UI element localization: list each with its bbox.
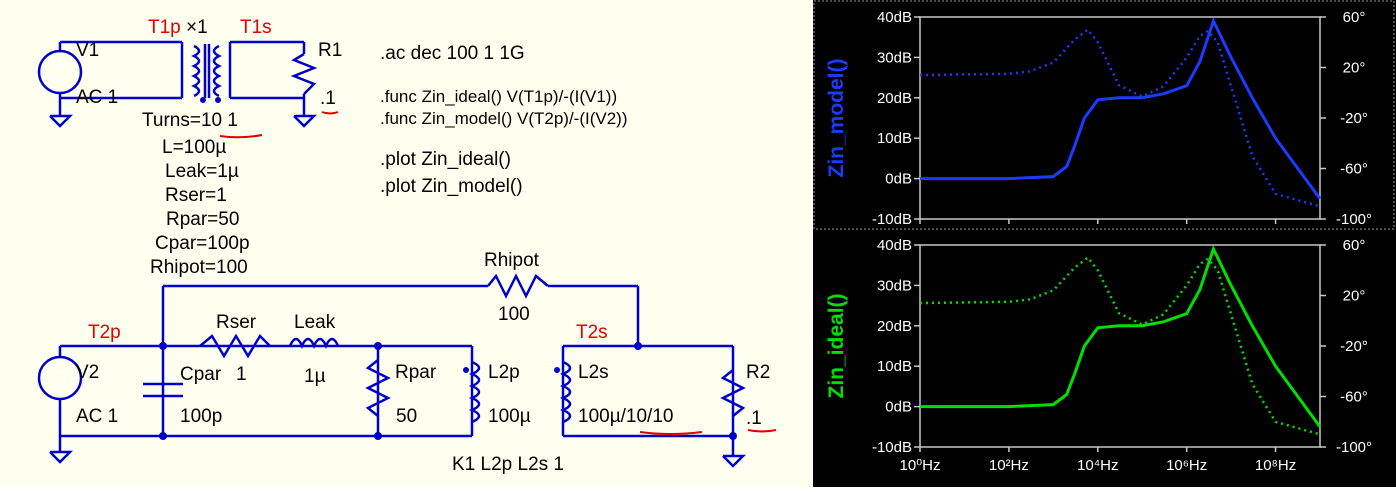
v2-value: AC 1	[76, 406, 118, 427]
y2-tick-label: -100°	[1336, 439, 1372, 456]
y2-tick-label: -20°	[1340, 110, 1368, 127]
pane-model-frame	[919, 16, 1321, 220]
r1-value: .1	[320, 88, 336, 109]
y-tick-label: 0dB	[885, 171, 912, 188]
y2-tick-label: -20°	[1340, 338, 1368, 355]
leak-name: Leak	[294, 312, 336, 333]
directive-func-model[interactable]: .func Zin_model() V(T2p)/-(I(V2))	[380, 109, 628, 128]
y-tick-label: 20dB	[877, 90, 912, 107]
plot-pane-model[interactable]: 40dB 30dB 20dB 10dB 0dB -10dB 60° 20° -20° -60° -1…	[825, 9, 1372, 228]
y-tick-label: -10dB	[872, 439, 912, 456]
coupling-directive[interactable]: K1 L2p L2s 1	[452, 454, 564, 475]
directive-plot-model[interactable]: .plot Zin_model()	[380, 176, 523, 197]
y2-tick-label: -60°	[1340, 389, 1368, 406]
schematic-canvas[interactable]: V1 AC 1 T1p ×1 T1s R1 .1 Turns=10 1 L=10…	[0, 0, 812, 487]
y2-tick-label: 20°	[1343, 60, 1366, 77]
x-tick-label: 10⁶Hz	[1166, 457, 1207, 474]
waveform-canvas[interactable]: 40dB 30dB 20dB 10dB 0dB -10dB 60° 20° -20° -60° -1…	[813, 0, 1396, 487]
y2-tick-label: 60°	[1343, 237, 1366, 254]
rhipot-name: Rhipot	[484, 250, 540, 271]
param-leak: Leak=1µ	[165, 161, 239, 182]
rpar-value: 50	[396, 406, 417, 427]
v1-value: AC 1	[76, 87, 118, 108]
rpar-name: Rpar	[395, 362, 437, 383]
magnitude-trace[interactable]	[920, 245, 1322, 428]
directive-ac[interactable]: .ac dec 100 1 1G	[380, 43, 525, 64]
cpar-name: Cpar	[180, 364, 222, 385]
v2-name: V2	[76, 362, 99, 383]
x-tick-label: 10⁴Hz	[1077, 457, 1118, 474]
param-rpar: Rpar=50	[166, 209, 239, 230]
t2p-netlabel: T2p	[88, 322, 121, 343]
y2-tick-label: 60°	[1343, 9, 1366, 26]
leak-value: 1µ	[304, 366, 326, 387]
l2s-name: L2s	[578, 362, 609, 383]
y-tick-label: 30dB	[877, 277, 912, 294]
y-tick-label: 40dB	[877, 237, 912, 254]
cpar-value: 100p	[180, 406, 222, 427]
magnitude-trace[interactable]	[920, 17, 1322, 200]
r1-name: R1	[318, 40, 342, 61]
directive-plot-ideal[interactable]: .plot Zin_ideal()	[380, 149, 511, 170]
y-tick-label: -10dB	[872, 211, 912, 228]
rser-name: Rser	[216, 312, 257, 333]
y-tick-label: 10dB	[877, 358, 912, 375]
v1-name: V1	[76, 40, 99, 61]
schematic-pane[interactable]: V1 AC 1 T1p ×1 T1s R1 .1 Turns=10 1 L=10…	[0, 0, 812, 487]
pane-ideal-frame	[919, 244, 1321, 448]
x-tick-label: 10²Hz	[989, 457, 1029, 474]
transformer-mult: ×1	[186, 17, 208, 38]
l2s-value: 100µ/10/10	[578, 406, 673, 427]
param-rser: Rser=1	[165, 185, 227, 206]
param-rhipot: Rhipot=100	[150, 257, 248, 278]
param-l: L=100µ	[162, 137, 226, 158]
trace-label[interactable]: Zin_ideal()	[825, 293, 848, 398]
l2p-value: 100µ	[488, 406, 531, 427]
rser-value: 1	[236, 364, 247, 385]
y2-tick-label: -60°	[1340, 161, 1368, 178]
x-tick-label: 10⁸Hz	[1255, 457, 1296, 474]
r2-value: .1	[746, 408, 762, 429]
rhipot-value: 100	[498, 304, 530, 325]
y-tick-label: 10dB	[877, 130, 912, 147]
x-tick-label: 10⁰Hz	[899, 457, 940, 474]
t2s-netlabel: T2s	[576, 322, 608, 343]
directive-func-ideal[interactable]: .func Zin_ideal() V(T1p)/-(I(V1))	[380, 87, 617, 106]
l2p-name: L2p	[488, 362, 520, 383]
y-tick-label: 0dB	[885, 399, 912, 416]
trace-label[interactable]: Zin_model()	[825, 59, 848, 178]
plot-pane-ideal[interactable]: 40dB 30dB 20dB 10dB 0dB -10dB 60° 20° -20° -60° -1…	[825, 237, 1372, 474]
y-tick-label: 40dB	[877, 9, 912, 26]
param-turns: Turns=10 1	[142, 110, 238, 131]
y-tick-label: 30dB	[877, 49, 912, 66]
param-cpar: Cpar=100p	[155, 233, 250, 254]
waveform-viewer[interactable]: 40dB 30dB 20dB 10dB 0dB -10dB 60° 20° -20° -60° -1…	[813, 0, 1396, 487]
t1p-netlabel: T1p	[148, 17, 181, 38]
y-tick-label: 20dB	[877, 318, 912, 335]
t1s-netlabel: T1s	[240, 17, 272, 38]
y2-tick-label: -100°	[1336, 211, 1372, 228]
y2-tick-label: 20°	[1343, 288, 1366, 305]
r2-name: R2	[746, 362, 770, 383]
